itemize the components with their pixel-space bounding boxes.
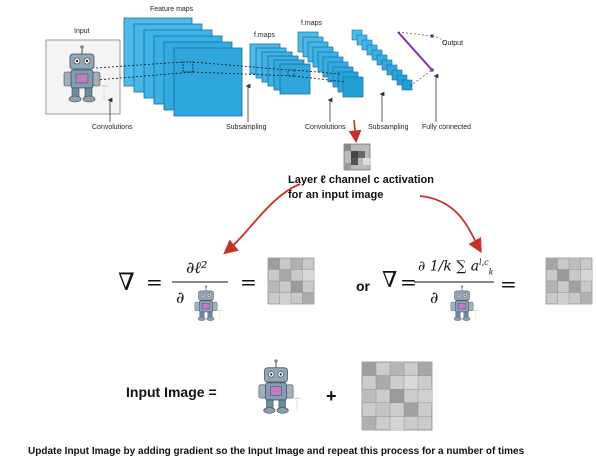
- plus-sign: +: [326, 386, 337, 406]
- fc-layer-line-1: [397, 31, 433, 71]
- subsampling-label-1: Subsampling: [226, 124, 267, 131]
- or-label: or: [356, 278, 370, 294]
- robot-denominator-right: [450, 285, 479, 322]
- fully-connected-label: Fully connected: [422, 124, 472, 131]
- arrow-to-gradient-left: [223, 183, 301, 255]
- convolutions-label-2: Convolutions: [305, 124, 346, 131]
- equals-3: =: [400, 270, 417, 294]
- activation-caption-line2: for an input image: [288, 189, 384, 201]
- feature-maps-stack-4: [351, 29, 413, 91]
- robot-denominator-left: [194, 285, 223, 322]
- feature-maps-stack-3: [297, 31, 364, 98]
- projection-lines: [95, 61, 347, 83]
- update-grid: [361, 361, 433, 431]
- gradient-grid-left: [267, 257, 315, 305]
- subsampling-label-2: Subsampling: [368, 124, 409, 131]
- denominator-left: ∂: [176, 288, 185, 307]
- nabla-left: ∇: [118, 268, 135, 296]
- input-label: Input: [74, 28, 90, 35]
- feature-maps-stack-2: [249, 43, 311, 95]
- equals-2: =: [240, 270, 257, 294]
- arrow-to-activation: [348, 119, 362, 144]
- activation-caption-line1: Layer ℓ channel c activation: [288, 174, 434, 186]
- equals-1: =: [146, 270, 163, 294]
- numerator-right: ∂ 1/k ∑ al,ck: [418, 258, 494, 277]
- footer-caption: Update Input Image by adding gradient so…: [28, 446, 525, 457]
- denominator-right: ∂: [430, 288, 439, 307]
- nabla-right: ∇: [382, 268, 398, 293]
- equals-4: =: [500, 272, 517, 296]
- robot-input-image-bottom: [258, 358, 302, 414]
- input-image-label: Input Image =: [126, 384, 217, 400]
- activation-map: [343, 143, 371, 171]
- feature-maps-label: Feature maps: [150, 6, 194, 13]
- numerator-left: ∂ℓ²: [186, 258, 208, 277]
- fmaps-label-2: f.maps: [301, 20, 323, 27]
- convolutions-label-1: Convolutions: [92, 124, 133, 131]
- output-label: Output: [442, 40, 464, 47]
- layer-pointer-arrows: [107, 73, 439, 122]
- output-node: [430, 68, 434, 72]
- gradient-grid-right: [545, 257, 593, 305]
- feature-maps-stack-1: [123, 17, 243, 117]
- fmaps-label-1: f.maps: [254, 32, 276, 39]
- arrow-to-gradient-right: [419, 195, 482, 254]
